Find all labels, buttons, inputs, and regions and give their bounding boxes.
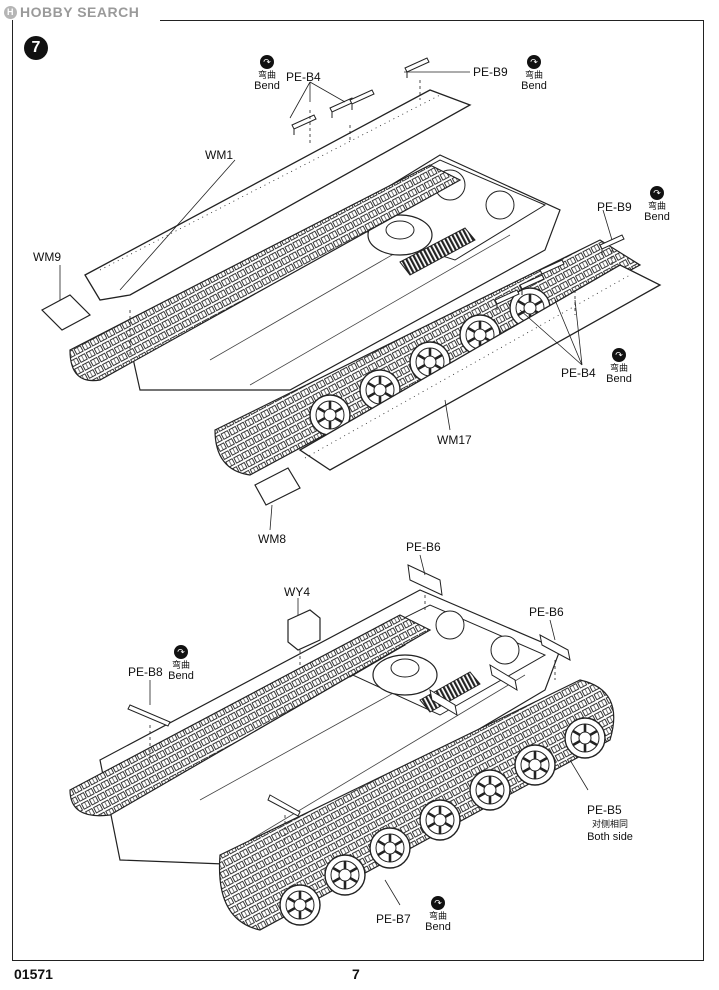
bend-arrow-icon: ↷ bbox=[650, 186, 664, 200]
part-label-pe-b7: PE-B7 bbox=[376, 912, 411, 926]
part-label-pe-b8: PE-B8 bbox=[128, 665, 163, 679]
part-label-wm8: WM8 bbox=[258, 532, 286, 546]
page-border-top bbox=[160, 20, 703, 21]
hobby-search-logo-icon: H bbox=[4, 5, 17, 19]
product-code: 01571 bbox=[14, 966, 53, 982]
bend-note: ↷ 弯曲 Bend bbox=[254, 55, 280, 92]
bend-arrow-icon: ↷ bbox=[431, 896, 445, 910]
bend-note: ↷ 弯曲 Bend bbox=[606, 348, 632, 385]
bottom-hull-drawing bbox=[69, 554, 615, 931]
bend-note: ↷ 弯曲 Bend bbox=[644, 186, 670, 223]
bend-note: ↷ 弯曲 Bend bbox=[168, 645, 194, 682]
both-side-note: 对侧相同 Both side bbox=[587, 819, 633, 843]
part-label-wm17: WM17 bbox=[437, 433, 472, 447]
part-label-pe-b9-top: PE-B9 bbox=[473, 65, 508, 79]
top-hull-drawing bbox=[41, 57, 662, 531]
page-border bbox=[12, 20, 704, 961]
watermark: H HOBBY SEARCH bbox=[4, 3, 139, 21]
part-label-pe-b4-top: PE-B4 bbox=[286, 70, 321, 84]
part-label-wm9: WM9 bbox=[33, 250, 61, 264]
bend-arrow-icon: ↷ bbox=[174, 645, 188, 659]
step-number: 7 bbox=[24, 36, 48, 60]
bend-arrow-icon: ↷ bbox=[527, 55, 541, 69]
bend-arrow-icon: ↷ bbox=[612, 348, 626, 362]
watermark-text: HOBBY SEARCH bbox=[20, 4, 140, 20]
part-label-pe-b5: PE-B5 bbox=[587, 803, 622, 817]
part-label-wm1: WM1 bbox=[205, 148, 233, 162]
bend-note: ↷ 弯曲 Bend bbox=[425, 896, 451, 933]
part-label-wy4: WY4 bbox=[284, 585, 311, 599]
part-label-pe-b9-right: PE-B9 bbox=[597, 200, 632, 214]
bend-note: ↷ 弯曲 Bend bbox=[521, 55, 547, 92]
part-label-pe-b6-right: PE-B6 bbox=[529, 605, 564, 619]
part-label-pe-b6-top: PE-B6 bbox=[406, 540, 441, 554]
bend-arrow-icon: ↷ bbox=[260, 55, 274, 69]
part-label-pe-b4-right: PE-B4 bbox=[561, 366, 596, 380]
page-number: 7 bbox=[352, 966, 360, 982]
